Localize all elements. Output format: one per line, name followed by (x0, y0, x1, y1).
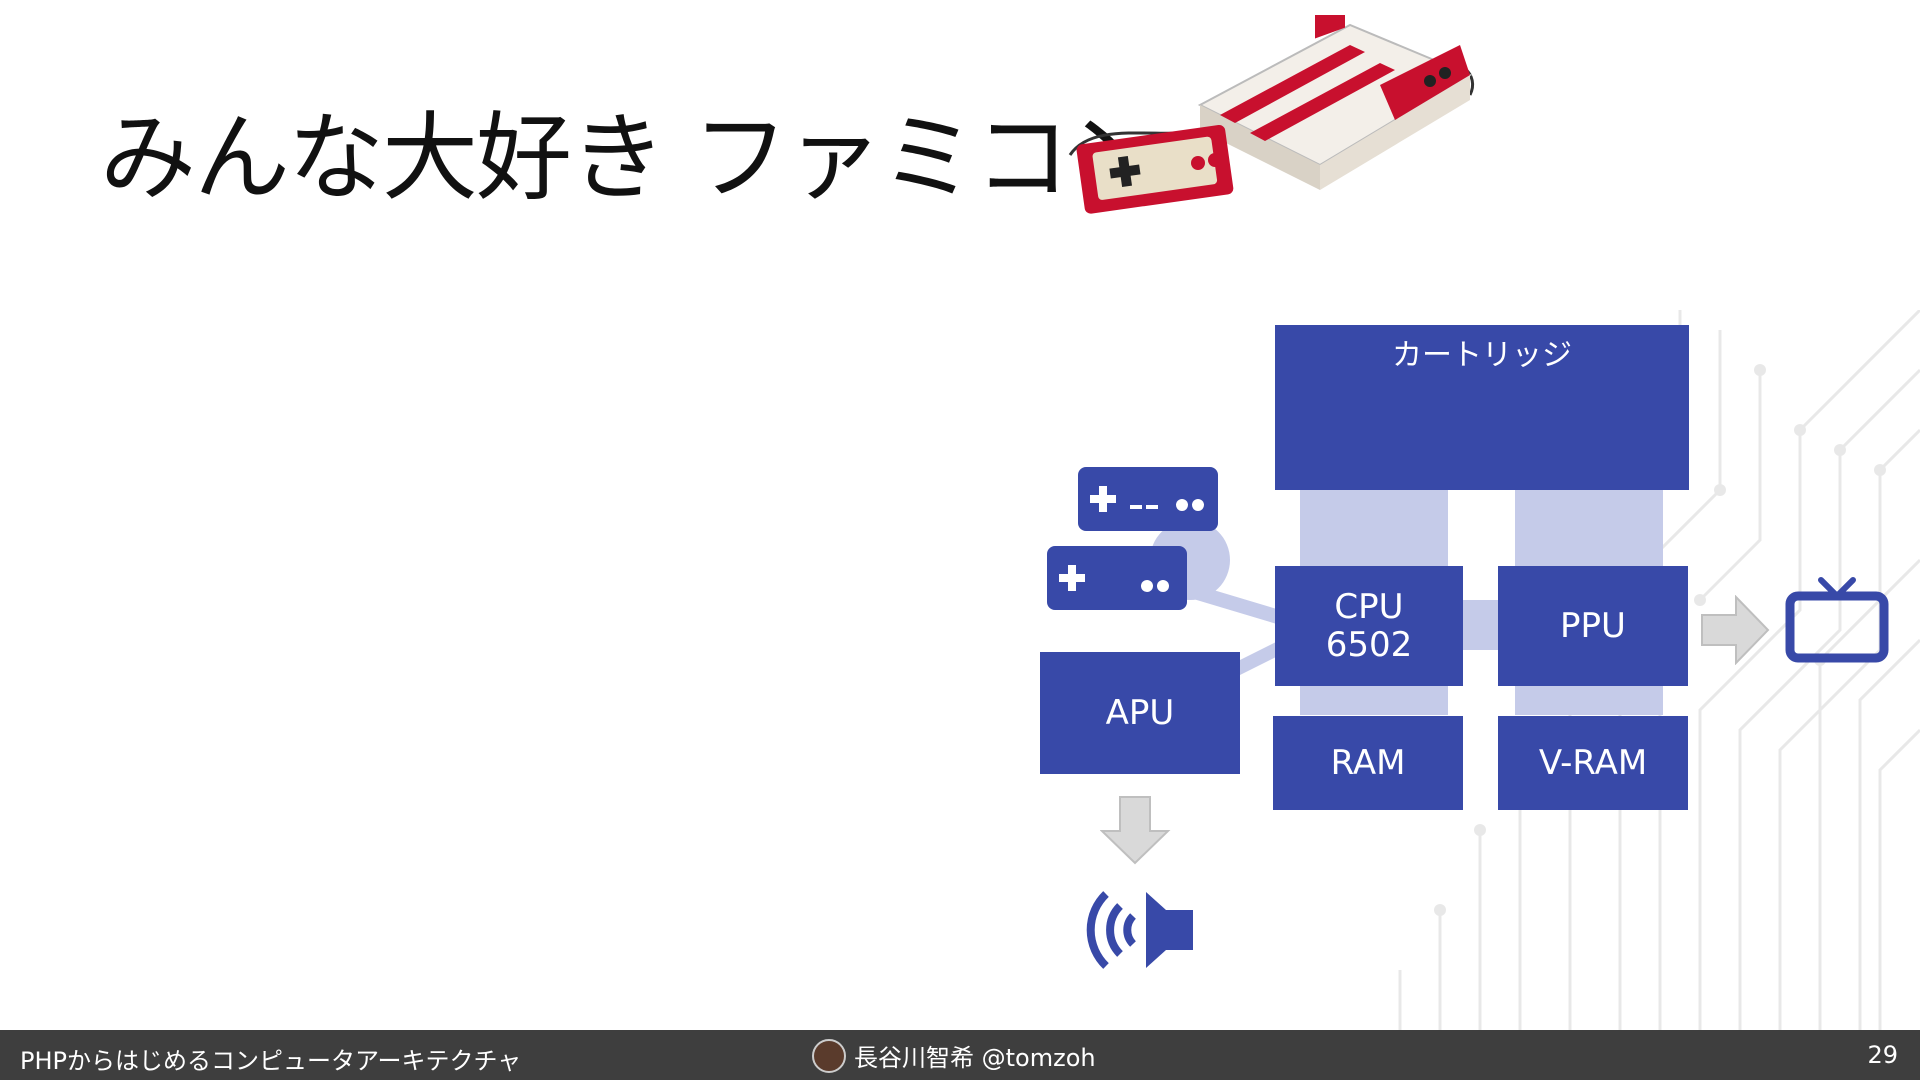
page-number: 29 (1867, 1041, 1898, 1069)
cartridge-cpu-bus (1300, 490, 1448, 570)
presentation-title: PHPからはじめるコンピュータアーキテクチャ (20, 1047, 522, 1075)
author-info: 長谷川智希 @tomzoh (812, 1038, 1096, 1073)
cpu-label: CPU (1334, 587, 1404, 627)
speaker-icon (1086, 891, 1193, 969)
ppu-vram-bus (1515, 685, 1663, 715)
cartridge-block: カートリッジ (1275, 325, 1689, 490)
ram-block: RAM (1273, 716, 1463, 810)
slide-title: みんな大好き ファミコン (100, 102, 1165, 214)
arrow-down-icon (1100, 796, 1171, 865)
cpu-ram-bus (1300, 685, 1448, 715)
vram-block: V-RAM (1498, 716, 1688, 810)
author-name: 長谷川智希 @tomzoh (854, 1044, 1096, 1072)
famicom-console-image (1068, 15, 1475, 214)
controller-icon (1078, 467, 1218, 531)
cpu-ppu-bus (1462, 600, 1498, 650)
controller-icon (1047, 546, 1187, 610)
footer-bar: PHPからはじめるコンピュータアーキテクチャ 長谷川智希 @tomzoh 29 (0, 1030, 1920, 1080)
cpu-block: CPU 6502 (1275, 566, 1463, 686)
ppu-block: PPU (1498, 566, 1688, 686)
arrow-right-icon (1701, 595, 1770, 665)
cartridge-ppu-bus (1515, 490, 1663, 570)
cpu-model-label: 6502 (1325, 625, 1413, 665)
avatar (812, 1038, 846, 1073)
apu-block: APU (1040, 652, 1240, 774)
tv-icon (1785, 577, 1889, 663)
